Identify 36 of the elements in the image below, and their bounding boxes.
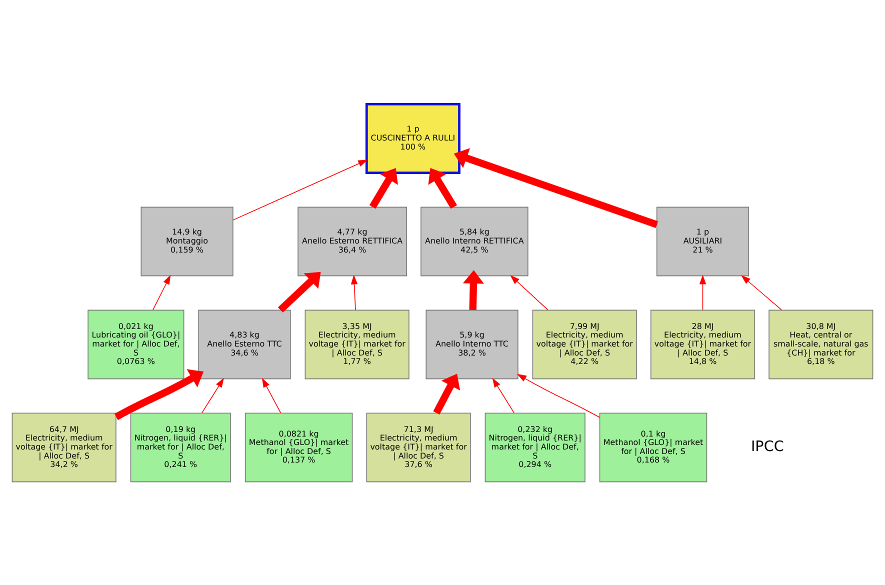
node-box: 0,19 kg Nitrogen, liquid {RER}| market for | Alloc Def, S 0,241 % bbox=[130, 412, 231, 482]
node-box: 0,021 kg Lubricating oil {GLO}| market for | Alloc Def, S 0,0763 % bbox=[88, 309, 184, 379]
node-box: 28 MJ Electricity, medium voltage {IT}| market for | Alloc Def, S 14,8 % bbox=[650, 309, 756, 379]
arrow bbox=[462, 270, 484, 310]
node-box: 14,9 kg Montaggio 0,159 % bbox=[140, 206, 234, 276]
node-box: 30,8 MJ Heat, central or small-scale, natural gas {CH}| market for 6,18 % bbox=[768, 309, 874, 379]
label: IPCC bbox=[750, 438, 784, 454]
node-box: 5,9 kg Anello Interno TTC 38,2 % bbox=[426, 309, 518, 379]
node-box: 3,35 MJ Electricity, medium voltage {IT}| market for | Alloc Def, S 1,77 % bbox=[304, 309, 410, 379]
node-box: 0,0821 kg Methanol {GLO}| market for | Alloc Def, S 0,137 % bbox=[244, 412, 353, 482]
arrow bbox=[516, 373, 600, 418]
arrow bbox=[428, 167, 458, 208]
arrow bbox=[262, 377, 282, 413]
arrow bbox=[202, 377, 224, 413]
node-box: 4,77 kg Anello Esterno RETTIFICA 36,4 % bbox=[298, 206, 407, 276]
arrow bbox=[369, 167, 398, 208]
arrow bbox=[492, 377, 514, 413]
arrow bbox=[454, 148, 658, 228]
arrow bbox=[741, 274, 782, 310]
node-box: 0,232 kg Nitrogen, liquid {RER}| market for | Alloc Def, S 0,294 % bbox=[484, 412, 586, 482]
node-box: 0,1 kg Methanol {GLO}| market for | Alloc Def, S 0,168 % bbox=[599, 412, 708, 482]
node-box: 71,3 MJ Electricity, medium voltage {IT}| market for | Alloc Def, S 37,6 % bbox=[366, 412, 471, 482]
arrow bbox=[278, 271, 321, 312]
arrow bbox=[433, 373, 460, 414]
node-box: 64,7 MJ Electricity, medium voltage {IT}| market for | Alloc Def, S 34,2 % bbox=[12, 412, 116, 482]
arrow bbox=[350, 274, 358, 310]
arrow bbox=[152, 274, 171, 310]
node-box: 7,99 MJ Electricity, medium voltage {IT}| market for | Alloc Def, S 4,22 % bbox=[532, 309, 637, 379]
node-box: 5,84 kg Anello Interno RETTIFICA 42,5 % bbox=[420, 206, 528, 276]
arrow bbox=[232, 159, 368, 220]
node-box: 1 p CUSCINETTO A RULLI 100 % bbox=[365, 102, 460, 174]
arrow bbox=[699, 274, 706, 310]
node-box: 1 p AUSILIARI 21 % bbox=[656, 206, 750, 276]
node-box: 4,83 kg Anello Esterno TTC 34,6 % bbox=[198, 309, 291, 379]
arrow bbox=[114, 368, 204, 420]
arrow bbox=[510, 274, 548, 310]
